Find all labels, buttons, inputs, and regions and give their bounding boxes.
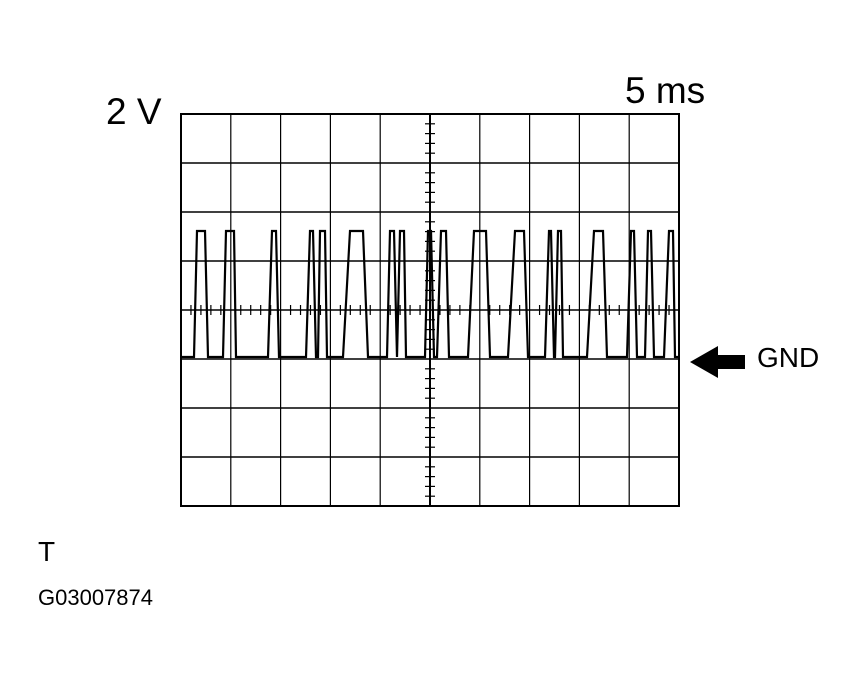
figure-id: G03007874 <box>38 585 153 610</box>
arrow-left-icon <box>690 346 745 378</box>
waveform-trace <box>181 229 679 359</box>
time-per-division-label: 5 ms <box>625 70 706 111</box>
volts-per-division-label: 2 V <box>106 91 162 132</box>
ground-label: GND <box>757 342 820 373</box>
figure-letter: T <box>38 536 56 567</box>
graticule-ticks <box>190 123 670 497</box>
grid <box>180 113 680 507</box>
